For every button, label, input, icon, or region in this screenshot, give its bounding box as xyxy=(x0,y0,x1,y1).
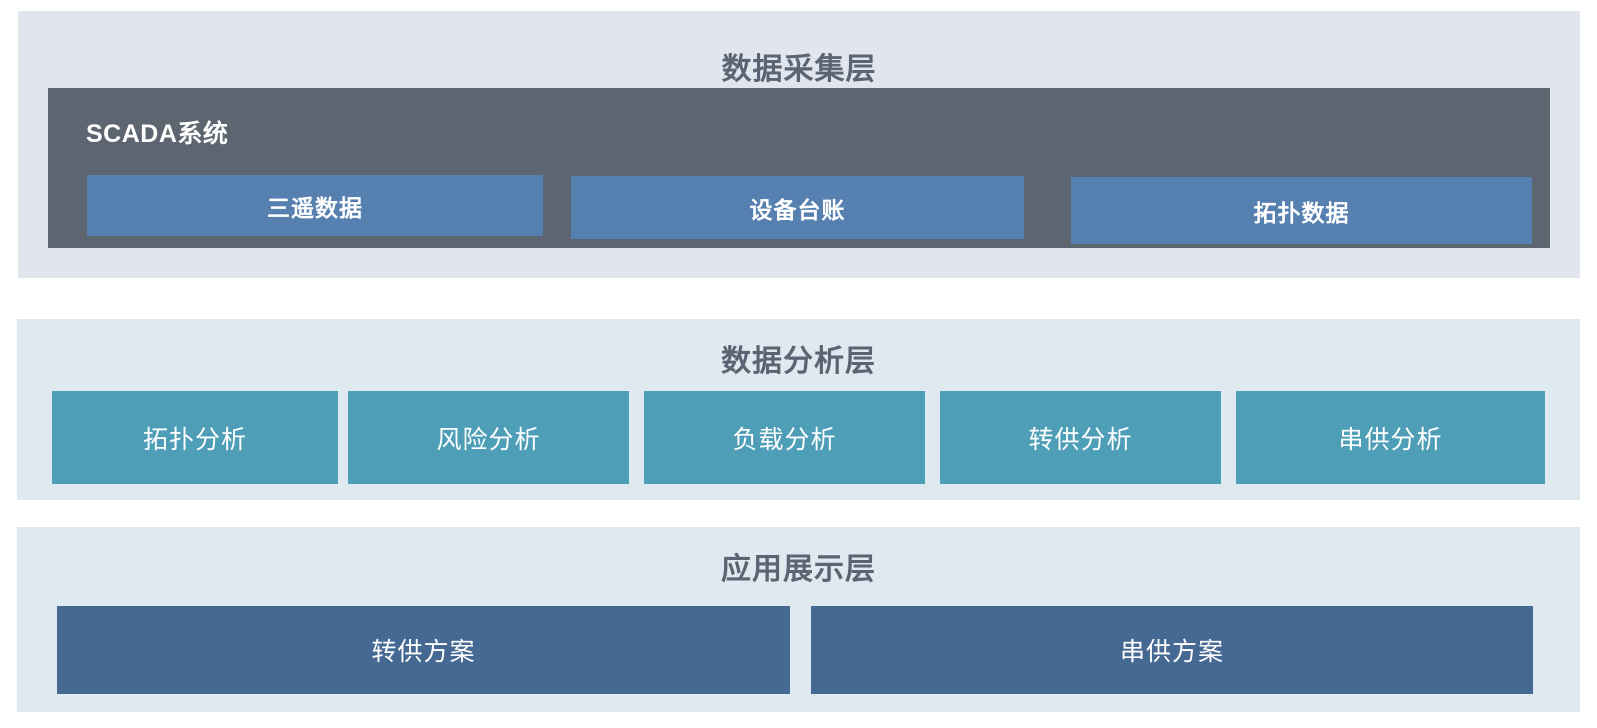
analysis-box-series-supply[interactable]: 串供分析 xyxy=(1236,391,1545,484)
layer-application-display: 应用展示层 转供方案 串供方案 xyxy=(17,527,1580,712)
analysis-box-load[interactable]: 负载分析 xyxy=(644,391,925,484)
layer-title-data-collection: 数据采集层 xyxy=(721,53,877,86)
layer-title-data-analysis: 数据分析层 xyxy=(721,345,876,378)
collection-box-remote-data[interactable]: 三遥数据 xyxy=(87,175,543,236)
application-box-series-supply-plan[interactable]: 串供方案 xyxy=(811,606,1533,694)
scada-system-panel: SCADA系统 三遥数据 设备台账 拓扑数据 xyxy=(48,88,1550,248)
layer-data-collection: 数据采集层 SCADA系统 三遥数据 设备台账 拓扑数据 xyxy=(18,11,1580,278)
application-box-transfer-supply-plan[interactable]: 转供方案 xyxy=(57,606,790,694)
collection-box-topology-data[interactable]: 拓扑数据 xyxy=(1071,177,1532,244)
collection-box-equipment-ledger[interactable]: 设备台账 xyxy=(571,176,1024,239)
analysis-box-risk[interactable]: 风险分析 xyxy=(348,391,629,484)
analysis-box-topology[interactable]: 拓扑分析 xyxy=(52,391,338,484)
scada-system-label: SCADA系统 xyxy=(86,120,229,148)
layer-title-application-display: 应用展示层 xyxy=(721,553,876,586)
layer-data-analysis: 数据分析层 拓扑分析 风险分析 负载分析 转供分析 串供分析 xyxy=(17,319,1580,500)
analysis-box-transfer-supply[interactable]: 转供分析 xyxy=(940,391,1221,484)
